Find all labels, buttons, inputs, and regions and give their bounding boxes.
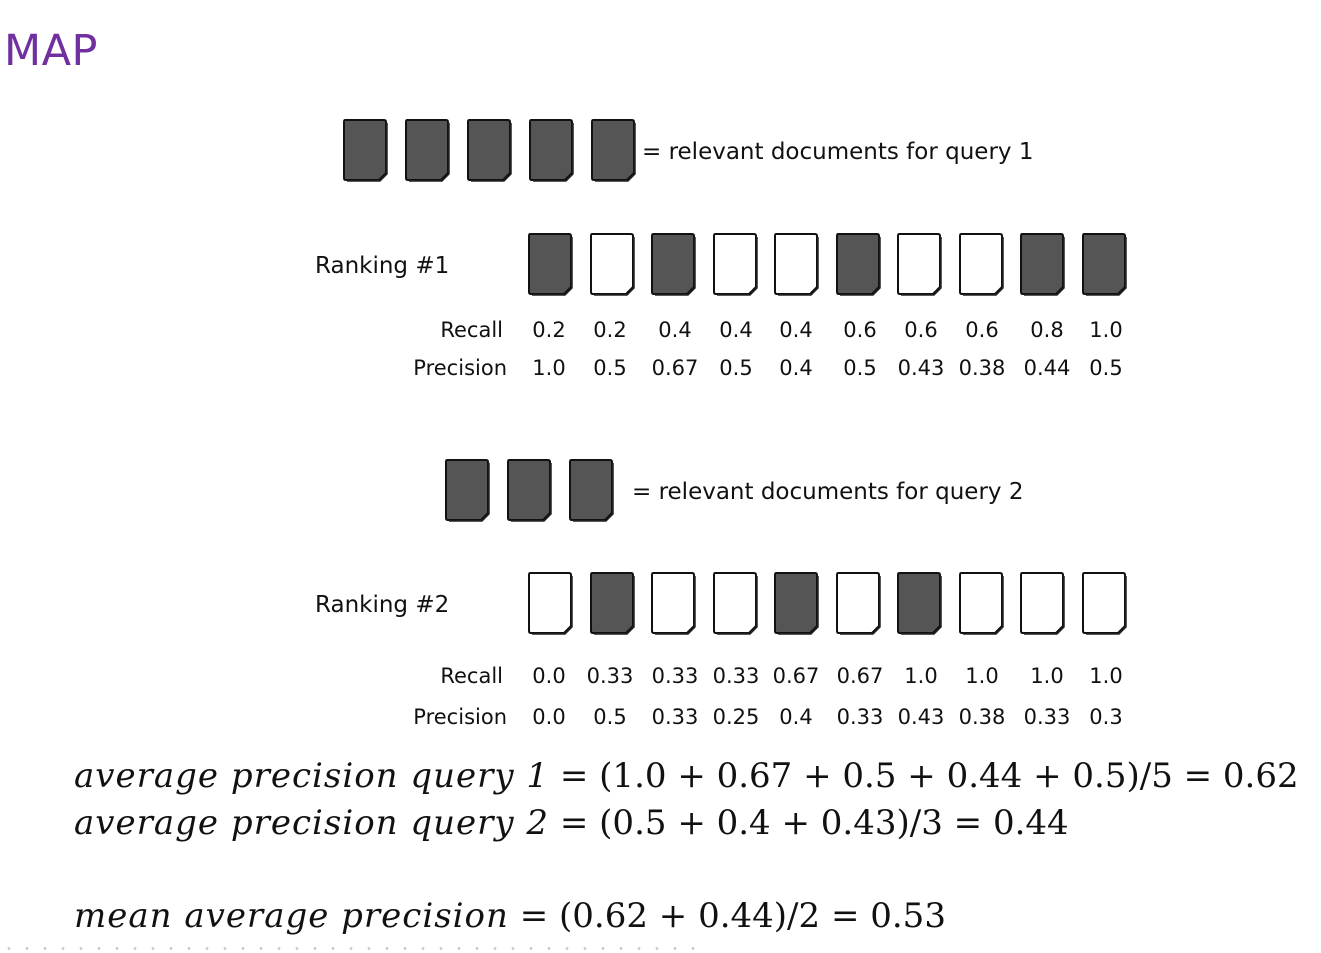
relevant-doc-icon: [589, 572, 635, 635]
relevant-doc-icon: [835, 233, 881, 296]
ranking2-recall-value: 1.0: [1089, 664, 1123, 688]
ranking1-recall-value: 0.4: [719, 318, 753, 342]
average-precision-query-1-formula: average precision query 1 = (1.0 + 0.67 …: [74, 756, 1299, 796]
ranking2-precision-value: 0.33: [836, 705, 884, 729]
mean-average-precision-formula: mean average precision = (0.62 + 0.44)/2…: [74, 896, 946, 936]
ranking2-recall-value: 0.0: [532, 664, 566, 688]
ranking-1-precision-label: Precision: [413, 356, 507, 380]
ranking2-recall-value: 0.33: [586, 664, 634, 688]
ranking1-recall-value: 1.0: [1089, 318, 1123, 342]
legend-1-relevant-doc-icon: [405, 119, 450, 182]
ranking2-recall-value: 0.67: [836, 664, 884, 688]
ranking1-recall-value: 0.6: [843, 318, 877, 342]
non-relevant-doc-icon: [958, 572, 1004, 635]
legend-1-relevant-doc-icon: [343, 119, 388, 182]
ranking1-precision-value: 0.4: [779, 356, 813, 380]
ranking2-precision-value: 0.25: [712, 705, 760, 729]
ranking1-precision-value: 0.5: [719, 356, 753, 380]
ranking2-precision-value: 0.33: [651, 705, 699, 729]
ranking2-recall-value: 1.0: [1030, 664, 1064, 688]
footer-decoration: [0, 944, 700, 953]
ranking1-precision-value: 0.67: [651, 356, 699, 380]
ranking2-recall-value: 0.67: [772, 664, 820, 688]
legend-2-text: = relevant documents for query 2: [632, 479, 1024, 505]
legend-2-relevant-doc-icon: [507, 459, 552, 522]
legend-1-relevant-doc-icon: [529, 119, 574, 182]
non-relevant-doc-icon: [958, 233, 1004, 296]
ranking1-recall-value: 0.2: [593, 318, 627, 342]
non-relevant-doc-icon: [835, 572, 881, 635]
legend-1-text: = relevant documents for query 1: [642, 139, 1034, 165]
map-expression: = (0.62 + 0.44)/2 = 0.53: [519, 896, 946, 936]
ranking1-precision-value: 0.5: [593, 356, 627, 380]
ranking2-precision-value: 0.0: [532, 705, 566, 729]
ranking-2-precision-label: Precision: [413, 705, 507, 729]
ranking2-precision-value: 0.5: [593, 705, 627, 729]
ranking1-recall-value: 0.4: [779, 318, 813, 342]
ranking1-precision-value: 0.38: [958, 356, 1006, 380]
non-relevant-doc-icon: [712, 233, 758, 296]
ranking2-precision-value: 0.4: [779, 705, 813, 729]
ranking2-precision-value: 0.33: [1023, 705, 1071, 729]
ranking-1-recall-label: Recall: [440, 318, 503, 342]
legend-1-relevant-doc-icon: [467, 119, 512, 182]
relevant-doc-icon: [774, 572, 819, 635]
ranking1-precision-value: 0.44: [1023, 356, 1071, 380]
ranking2-recall-value: 0.33: [712, 664, 760, 688]
ranking2-precision-value: 0.43: [897, 705, 945, 729]
relevant-doc-icon: [651, 233, 696, 296]
non-relevant-doc-icon: [651, 572, 696, 635]
non-relevant-doc-icon: [774, 233, 819, 296]
ap1-label: average precision query 1: [74, 756, 550, 796]
ranking2-recall-value: 1.0: [904, 664, 938, 688]
relevant-doc-icon: [528, 233, 573, 296]
ranking-2-label: Ranking #2: [315, 592, 450, 618]
ap1-expression: = (1.0 + 0.67 + 0.5 + 0.44 + 0.5)/5 = 0.…: [559, 756, 1299, 796]
ranking1-precision-value: 0.43: [897, 356, 945, 380]
ranking1-recall-value: 0.4: [658, 318, 692, 342]
average-precision-query-2-formula: average precision query 2 = (0.5 + 0.4 +…: [74, 803, 1069, 843]
ranking1-precision-value: 1.0: [532, 356, 566, 380]
non-relevant-doc-icon: [1020, 572, 1065, 635]
page-title: MAP: [4, 26, 98, 76]
non-relevant-doc-icon: [897, 233, 942, 296]
relevant-doc-icon: [897, 572, 942, 635]
non-relevant-doc-icon: [712, 572, 758, 635]
legend-2-relevant-doc-icon: [569, 459, 614, 522]
ranking-1-label: Ranking #1: [315, 253, 450, 279]
non-relevant-doc-icon: [1081, 572, 1127, 635]
ranking2-precision-value: 0.38: [958, 705, 1006, 729]
legend-2-relevant-doc-icon: [445, 459, 490, 522]
ranking1-recall-value: 0.8: [1030, 318, 1064, 342]
ranking2-recall-value: 0.33: [651, 664, 699, 688]
ranking-2-recall-label: Recall: [440, 664, 503, 688]
ranking2-precision-value: 0.3: [1089, 705, 1123, 729]
map-label: mean average precision: [74, 896, 509, 936]
ranking1-recall-value: 0.6: [965, 318, 999, 342]
ranking2-recall-value: 1.0: [965, 664, 999, 688]
ranking1-recall-value: 0.6: [904, 318, 938, 342]
ap2-expression: = (0.5 + 0.4 + 0.43)/3 = 0.44: [559, 803, 1069, 843]
ranking1-recall-value: 0.2: [532, 318, 566, 342]
ap2-label: average precision query 2: [74, 803, 550, 843]
relevant-doc-icon: [1020, 233, 1065, 296]
non-relevant-doc-icon: [528, 572, 573, 635]
relevant-doc-icon: [1081, 233, 1127, 296]
ranking1-precision-value: 0.5: [843, 356, 877, 380]
ranking1-precision-value: 0.5: [1089, 356, 1123, 380]
legend-1-relevant-doc-icon: [591, 119, 636, 182]
non-relevant-doc-icon: [589, 233, 635, 296]
